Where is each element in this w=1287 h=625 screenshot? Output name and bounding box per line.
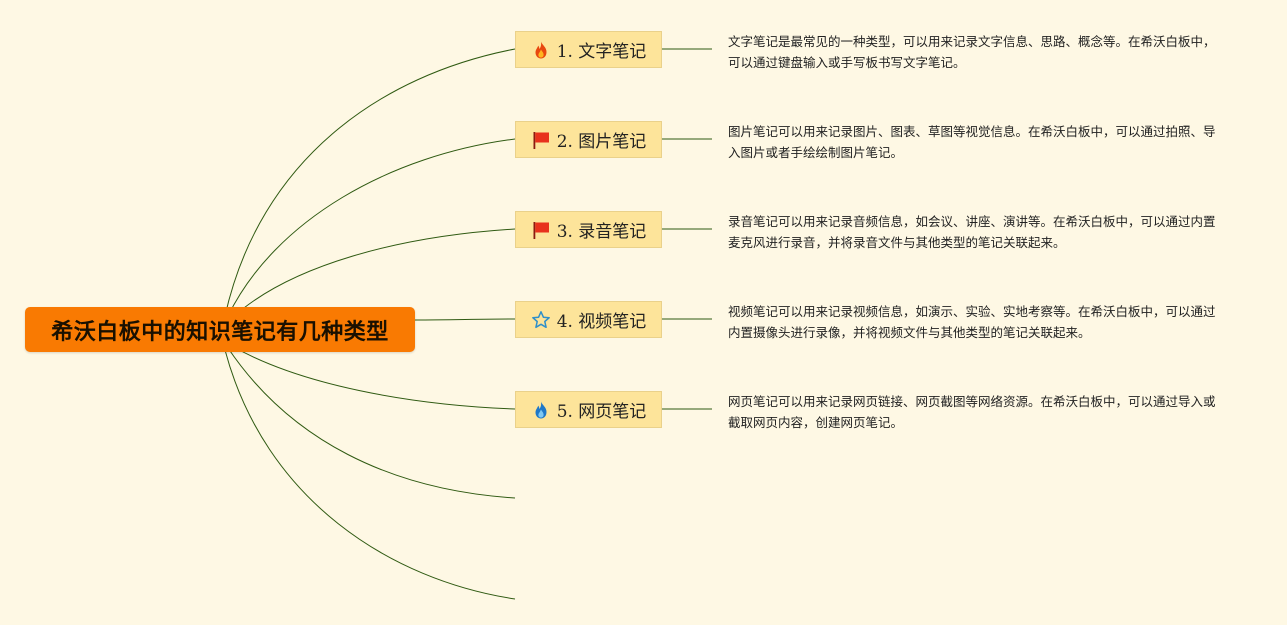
branch-connector-4 — [414, 318, 516, 321]
fire-icon — [531, 40, 551, 60]
note-video-notes: 视频笔记可以用来记录视频信息，如演示、实验、实地考察等。在希沃白板中，可以通过内… — [728, 304, 1216, 340]
topic-label: 4. 视频笔记 — [556, 312, 647, 332]
branch-connector-3 — [231, 228, 516, 319]
central-topic[interactable]: 希沃白板中的知识笔记有几种类型 — [25, 307, 415, 352]
topic-label: 3. 录音笔记 — [556, 222, 647, 242]
note-web-notes: 网页笔记可以用来记录网页链接、网页截图等网络资源。在希沃白板中，可以通过导入或截… — [728, 394, 1216, 430]
star-outline-icon — [531, 310, 551, 330]
blue-flame-icon — [531, 400, 551, 420]
note-audio-notes: 录音笔记可以用来记录音频信息，如会议、讲座、演讲等。在希沃白板中，可以通过内置麦… — [728, 214, 1216, 250]
note-image-notes: 图片笔记可以用来记录图片、图表、草图等视觉信息。在希沃白板中，可以通过拍照、导入… — [728, 124, 1216, 160]
red-flag-icon — [531, 220, 551, 240]
branch-connector-2 — [227, 138, 516, 317]
topic-label: 5. 网页笔记 — [556, 402, 647, 422]
topic-label: 1. 文字笔记 — [556, 42, 647, 62]
topic-text-notes[interactable]: 1. 文字笔记 — [515, 31, 662, 68]
topic-web-notes[interactable]: 5. 网页笔记 — [515, 391, 662, 428]
topic-audio-notes[interactable]: 3. 录音笔记 — [515, 211, 662, 248]
branch-connector-7 — [224, 349, 516, 600]
topic-label: 2. 图片笔记 — [556, 132, 647, 152]
branch-connector-1 — [224, 48, 516, 317]
topic-video-notes[interactable]: 4. 视频笔记 — [515, 301, 662, 338]
note-text-notes: 文字笔记是最常见的一种类型，可以用来记录文字信息、思路、概念等。在希沃白板中，可… — [728, 34, 1216, 70]
branch-connector-5 — [231, 345, 516, 410]
central-topic-label: 希沃白板中的知识笔记有几种类型 — [51, 319, 389, 345]
red-flag-icon — [531, 130, 551, 150]
topic-image-notes[interactable]: 2. 图片笔记 — [515, 121, 662, 158]
branch-connector-6 — [227, 347, 516, 499]
